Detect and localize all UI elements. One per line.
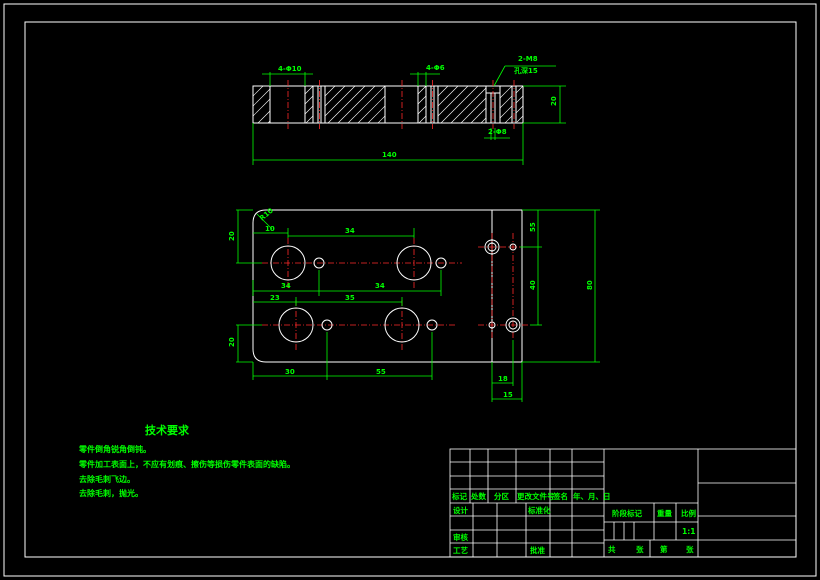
tech-req-line-3: 去除毛刺飞边。 (79, 474, 135, 484)
outer-border (3, 3, 817, 577)
dim-thread: 2-M8 (518, 55, 538, 63)
section-hole-walls (269, 85, 517, 123)
bore-hole-2 (396, 245, 432, 281)
pin-hole-4 (426, 319, 438, 331)
section-hatching (252, 85, 524, 124)
tb-design: 设计 (453, 505, 468, 515)
tech-requirements: 技术要求 零件倒角锐角倒钝。 零件加工表面上，不应有划痕、擦伤等损伤零件表面的缺… (78, 423, 295, 498)
section-centerlines (287, 80, 515, 129)
tech-req-line-1: 零件倒角锐角倒钝。 (78, 444, 151, 454)
small-hole-2 (488, 321, 496, 329)
pin-hole-2 (435, 257, 447, 269)
dim-55: 55 (376, 368, 386, 376)
bore-hole-3 (278, 307, 314, 343)
section-outline (252, 85, 524, 124)
pin-hole-3 (321, 319, 333, 331)
tb-approve: 批准 (530, 545, 545, 555)
dim-40: 40 (529, 280, 537, 290)
tb-process: 工艺 (453, 545, 468, 555)
section-dimensions (252, 65, 566, 165)
tb-sheet-no: 第 (660, 544, 668, 554)
tb-sheet-unit: 张 (686, 545, 694, 554)
plate-outline (252, 209, 523, 363)
bore-hole-1 (270, 245, 306, 281)
dim-4x-d6: 4-Φ6 (426, 64, 445, 72)
dim-80: 80 (586, 280, 594, 290)
tb-mark: 标记 (451, 491, 467, 501)
dim-r10: R10 (258, 207, 275, 223)
dim-34-top: 34 (345, 227, 355, 235)
dim-10: 10 (265, 225, 275, 233)
tech-req-title: 技术要求 (145, 423, 190, 437)
dim-35-top: 35 (345, 294, 355, 302)
dim-4x-d10: 4-Φ10 (278, 65, 302, 73)
tb-count: 处数 (470, 491, 486, 501)
thread-hole-outer-1 (484, 239, 500, 255)
bore-hole-4 (384, 307, 420, 343)
tb-date: 年、月、日 (573, 491, 611, 501)
tech-req-line-4: 去除毛刺，抛光。 (79, 488, 143, 498)
tb-weight: 重量 (657, 508, 672, 518)
dim-34-b: 34 (375, 282, 385, 290)
dim-55-right: 55 (529, 222, 537, 232)
dim-30: 30 (285, 368, 295, 376)
dim-20-left: 20 (228, 231, 236, 241)
tb-standardize: 标准化 (527, 505, 551, 515)
top-section-view: 4-Φ10 4-Φ6 2-M8 孔深15 2-Φ8 20 140 (252, 55, 566, 165)
dim-thread-depth: 孔深15 (514, 66, 538, 75)
dim-34-a: 34 (281, 282, 291, 290)
tb-change-doc: 更改文件号 (517, 491, 555, 501)
tb-sheets-total: 共 (608, 544, 616, 554)
dim-15: 15 (503, 391, 513, 399)
dim-20-lower: 20 (228, 337, 236, 347)
plan-dimensions (236, 209, 600, 402)
tb-zone: 分区 (494, 491, 509, 501)
tb-sheets-unit: 张 (636, 545, 644, 554)
dim-height: 20 (550, 96, 558, 106)
thread-hole-outer-2 (505, 317, 521, 333)
dim-2x-d8: 2-Φ8 (488, 128, 507, 136)
dim-18: 18 (498, 375, 508, 383)
tb-review: 审核 (453, 532, 468, 542)
tb-scale-value: 1:1 (682, 527, 695, 536)
title-block: 标记 处数 分区 更改文件号 签名 年、月、日 设计 标准化 审核 工艺 批准 … (449, 448, 797, 558)
tb-stage-mark: 阶段标记 (612, 508, 642, 518)
thread-hole-inner-1 (487, 242, 497, 252)
tech-req-line-2: 零件加工表面上，不应有划痕、擦伤等损伤零件表面的缺陷。 (78, 459, 295, 469)
dim-length: 140 (382, 151, 397, 159)
inner-frame (24, 21, 797, 558)
tb-scale: 比例 (681, 508, 696, 518)
thread-hole-inner-2 (508, 320, 518, 330)
dim-23: 23 (270, 294, 280, 302)
tb-signature: 签名 (552, 491, 568, 501)
pin-hole-1 (313, 257, 325, 269)
front-plan-view: R10 20 10 34 34 34 23 35 20 30 55 55 40 … (228, 207, 600, 402)
small-hole-1 (509, 243, 517, 251)
